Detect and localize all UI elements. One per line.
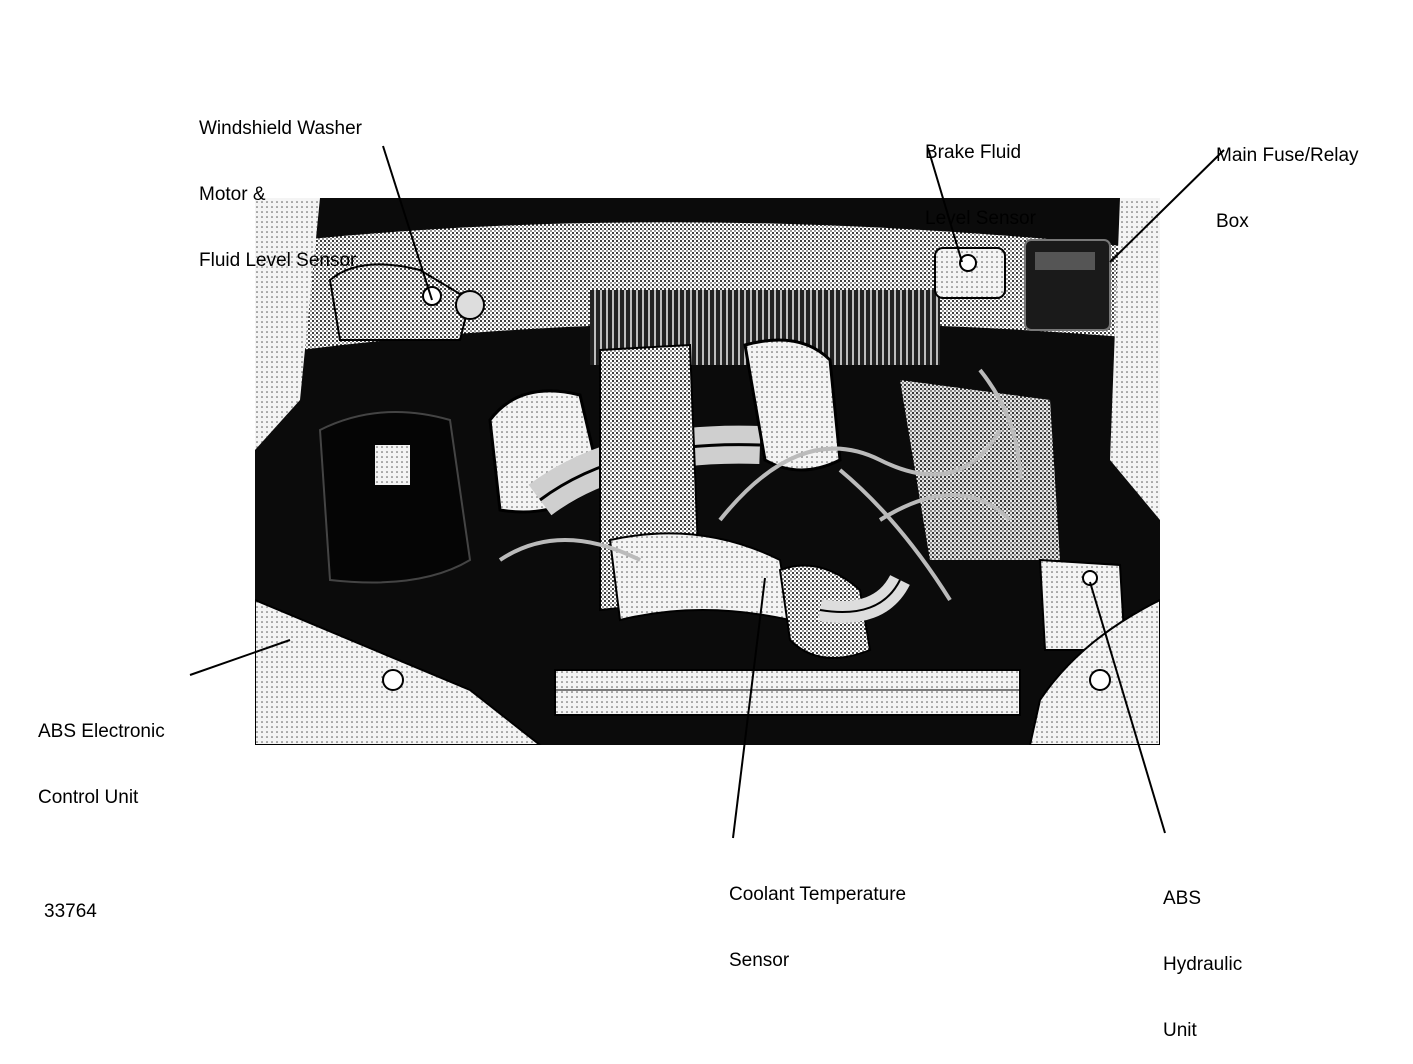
label-line: Box <box>1216 211 1249 232</box>
air-cleaner <box>318 411 472 584</box>
label-line: Main Fuse/Relay <box>1216 145 1359 166</box>
label-line: Hydraulic <box>1163 954 1243 975</box>
label-abs-hydraulic-unit: ABS Hydraulic Unit <box>1163 844 1242 1064</box>
label-line: Fluid Level Sensor <box>199 250 357 271</box>
label-line: Windshield Washer <box>199 118 362 139</box>
label-line: Brake Fluid <box>925 142 1022 163</box>
label-line: ABS <box>1163 888 1202 909</box>
label-line: Sensor <box>729 950 790 971</box>
throttle-body <box>743 338 842 472</box>
label-line: Level Sensor <box>925 208 1036 229</box>
label-line: Coolant Temperature <box>729 884 907 905</box>
wiring-harness <box>498 368 1022 602</box>
label-line: Motor & <box>199 184 266 205</box>
label-washer-motor: Windshield Washer Motor & Fluid Level Se… <box>199 74 362 294</box>
label-abs-electronic-control-unit: ABS Electronic Control Unit <box>38 677 165 831</box>
label-line: Control Unit <box>38 787 139 808</box>
label-line: Unit <box>1163 1020 1197 1041</box>
label-main-fuse-relay-box: Main Fuse/Relay Box <box>1216 101 1359 255</box>
right-fender <box>1110 198 1160 520</box>
engine-compartment-illustration <box>255 198 1160 745</box>
left-fender <box>255 198 320 450</box>
label-brake-fluid-sensor: Brake Fluid Level Sensor <box>925 98 1036 252</box>
radiator-support <box>554 669 1021 716</box>
right-engine-parts <box>900 380 1060 560</box>
label-coolant-temperature-sensor: Coolant Temperature Sensor <box>729 840 906 994</box>
figure-number: 33764 <box>44 901 97 922</box>
label-line: ABS Electronic <box>38 721 165 742</box>
